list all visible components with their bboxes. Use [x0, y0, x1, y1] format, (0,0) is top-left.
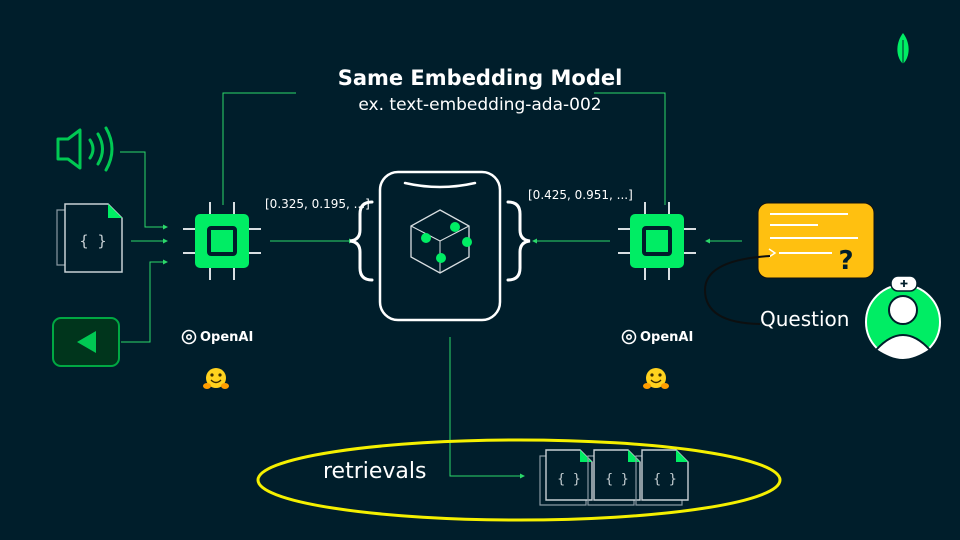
openai-label-right: OpenAI: [640, 330, 694, 345]
openai-logo-icon-right: [621, 329, 637, 345]
chip-icon-right: [618, 202, 696, 280]
openai-logo-icon-left: [181, 329, 197, 345]
diagram-title: Same Embedding Model: [337, 66, 623, 90]
question-label: Question: [760, 307, 850, 331]
question-curve: [703, 255, 771, 325]
vector-label-right: [0.425, 0.951, ...]: [528, 188, 633, 202]
huggingface-icon-right: [643, 368, 669, 389]
chat-bubble-icon: ?: [757, 202, 875, 279]
user-avatar-icon: [865, 275, 941, 362]
speaker-icon: [56, 126, 114, 172]
mongodb-leaf-icon: [897, 33, 909, 66]
svg-text:{ }: { }: [79, 232, 106, 250]
document-icon: { }: [56, 203, 123, 273]
diagram-subtitle: ex. text-embedding-ada-002: [358, 95, 602, 115]
title-connector-left: [222, 92, 296, 205]
retrieval-connector: [449, 337, 525, 479]
retrieved-document-icon-1: { }: [539, 449, 593, 506]
speaker-connector: [120, 151, 168, 230]
chip-icon-left: [183, 202, 261, 280]
retrievals-ellipse: [256, 438, 782, 522]
vector-label-left: [0.325, 0.195, ...]: [265, 197, 370, 211]
svg-text:{ }: { }: [557, 472, 580, 487]
svg-text:{ }: { }: [653, 472, 676, 487]
cube-icon: [410, 209, 472, 274]
retrievals-label: retrievals: [323, 459, 427, 484]
title-connector-right: [594, 92, 666, 205]
vector-db-icon: [349, 170, 531, 322]
video-play-icon: [52, 317, 120, 367]
retrieved-document-icon-2: { }: [587, 449, 641, 506]
openai-label-left: OpenAI: [200, 330, 254, 345]
svg-text:{ }: { }: [605, 472, 628, 487]
huggingface-icon-left: [203, 368, 229, 389]
svg-text:?: ?: [838, 246, 853, 276]
retrieved-document-icon-3: { }: [635, 449, 689, 506]
video-connector: [121, 259, 168, 343]
